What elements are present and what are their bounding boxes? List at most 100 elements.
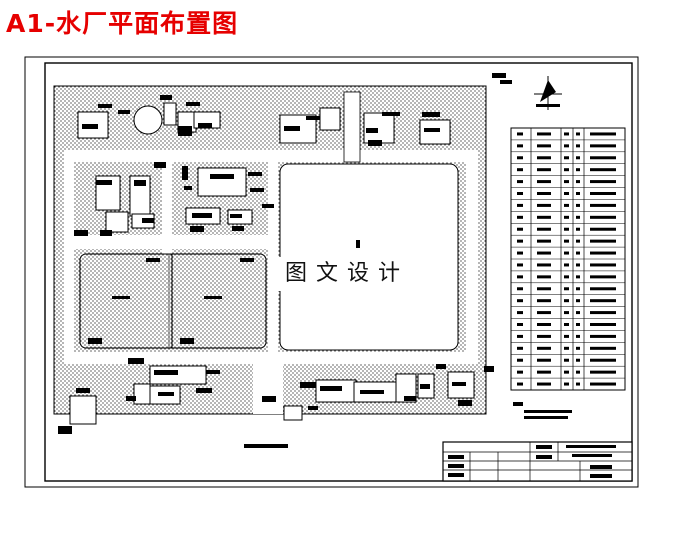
table-cell-mark bbox=[537, 132, 551, 136]
table-cell-mark bbox=[590, 370, 616, 374]
table-cell-mark bbox=[576, 275, 580, 279]
table-cell-mark bbox=[564, 358, 569, 362]
table-cell-mark bbox=[564, 215, 569, 219]
table-cell-mark bbox=[537, 192, 551, 195]
table-cell-mark bbox=[590, 334, 616, 338]
table-cell-mark bbox=[517, 156, 523, 160]
table-cell-mark bbox=[517, 180, 523, 184]
table-cell-mark bbox=[537, 263, 551, 267]
table-cell-mark bbox=[576, 251, 580, 255]
table-cell-mark bbox=[517, 263, 523, 267]
table-cell-mark bbox=[537, 287, 551, 291]
table-cell-mark bbox=[590, 180, 616, 184]
table-cell-mark bbox=[537, 156, 551, 160]
page-title: A1-水厂平面布置图 bbox=[6, 9, 239, 38]
table-cell-mark bbox=[576, 168, 580, 172]
table-cell-mark bbox=[590, 192, 616, 195]
table-cell-mark bbox=[537, 203, 551, 207]
table-cell-mark bbox=[537, 358, 551, 362]
table-cell-mark bbox=[564, 168, 569, 172]
table-cell-mark bbox=[576, 358, 580, 362]
table-cell-mark bbox=[537, 323, 551, 326]
table-cell-mark bbox=[517, 239, 523, 243]
table-cell-mark bbox=[590, 203, 616, 207]
table-cell-mark bbox=[564, 239, 569, 243]
table-cell-mark bbox=[537, 251, 551, 255]
table-cell-mark bbox=[576, 239, 580, 243]
table-cell-mark bbox=[517, 287, 523, 291]
table-cell-mark bbox=[590, 299, 616, 303]
table-cell-mark bbox=[590, 215, 616, 219]
table-cell-mark bbox=[590, 156, 616, 160]
table-cell-mark bbox=[576, 346, 580, 350]
table-cell-mark bbox=[590, 287, 616, 291]
table-cell-mark bbox=[517, 358, 523, 362]
table-cell-mark bbox=[517, 299, 523, 303]
table-cell-mark bbox=[564, 180, 569, 184]
table-cell-mark bbox=[564, 251, 569, 255]
table-cell-mark bbox=[537, 227, 551, 231]
table-cell-mark bbox=[576, 180, 580, 184]
table-cell-mark bbox=[517, 227, 523, 231]
table-cell-mark bbox=[517, 251, 523, 255]
table-cell-mark bbox=[576, 215, 580, 219]
table-cell-mark bbox=[576, 203, 580, 207]
table-cell-mark bbox=[517, 311, 523, 315]
table-cell-mark bbox=[517, 132, 523, 136]
table-cell-mark bbox=[590, 358, 616, 362]
table-cell-mark bbox=[517, 168, 523, 172]
table-cell-mark bbox=[576, 287, 580, 291]
central-buildings bbox=[74, 162, 274, 236]
table-cell-mark bbox=[564, 156, 569, 160]
reservoir-label bbox=[356, 240, 360, 248]
tank-block bbox=[79, 253, 267, 349]
table-cell-mark bbox=[517, 192, 523, 195]
table-cell-mark bbox=[517, 275, 523, 279]
table-cell-mark bbox=[576, 370, 580, 374]
table-cell-mark bbox=[537, 168, 551, 172]
table-cell-mark bbox=[590, 263, 616, 267]
table-cell-mark bbox=[564, 346, 569, 350]
table-cell-mark bbox=[576, 144, 580, 148]
table-cell-mark bbox=[564, 299, 569, 303]
south-buildings bbox=[58, 358, 494, 448]
outer-frame bbox=[24, 56, 639, 488]
table-cell-mark bbox=[576, 299, 580, 303]
table-cell-mark bbox=[517, 382, 523, 386]
table-cell-mark bbox=[564, 370, 569, 374]
table-cell-mark bbox=[576, 323, 580, 326]
table-cell-mark bbox=[576, 156, 580, 160]
table-cell-mark bbox=[576, 132, 580, 136]
table-cell-mark bbox=[564, 227, 569, 231]
table-cell-mark bbox=[537, 275, 551, 279]
table-cell-mark bbox=[564, 192, 569, 195]
table-cell-mark bbox=[517, 323, 523, 326]
table-cell-mark bbox=[590, 168, 616, 172]
table-cell-mark bbox=[564, 334, 569, 338]
table-cell-mark bbox=[564, 323, 569, 326]
structure-table bbox=[510, 127, 626, 419]
table-cell-mark bbox=[564, 382, 569, 386]
table-cell-mark bbox=[590, 227, 616, 231]
table-cell-mark bbox=[576, 192, 580, 195]
table-cell-mark bbox=[517, 346, 523, 350]
table-cell-mark bbox=[590, 346, 616, 350]
watermark: 图文设计 bbox=[272, 257, 422, 291]
table-cell-mark bbox=[590, 132, 616, 136]
north-buildings bbox=[77, 95, 451, 146]
table-cell-mark bbox=[576, 334, 580, 338]
table-cell-mark bbox=[537, 239, 551, 243]
table-cell-mark bbox=[576, 311, 580, 315]
table-cell-mark bbox=[564, 311, 569, 315]
table-cell-mark bbox=[590, 323, 616, 326]
title-block bbox=[442, 441, 633, 482]
table-cell-mark bbox=[537, 311, 551, 315]
table-cell-mark bbox=[590, 311, 616, 315]
inner-frame bbox=[44, 62, 633, 482]
table-cell-mark bbox=[576, 382, 580, 386]
table-cell-mark bbox=[576, 263, 580, 267]
table-cell-mark bbox=[590, 382, 616, 386]
table-cell-mark bbox=[590, 275, 616, 279]
table-cell-mark bbox=[517, 334, 523, 338]
table-cell-mark bbox=[517, 370, 523, 374]
